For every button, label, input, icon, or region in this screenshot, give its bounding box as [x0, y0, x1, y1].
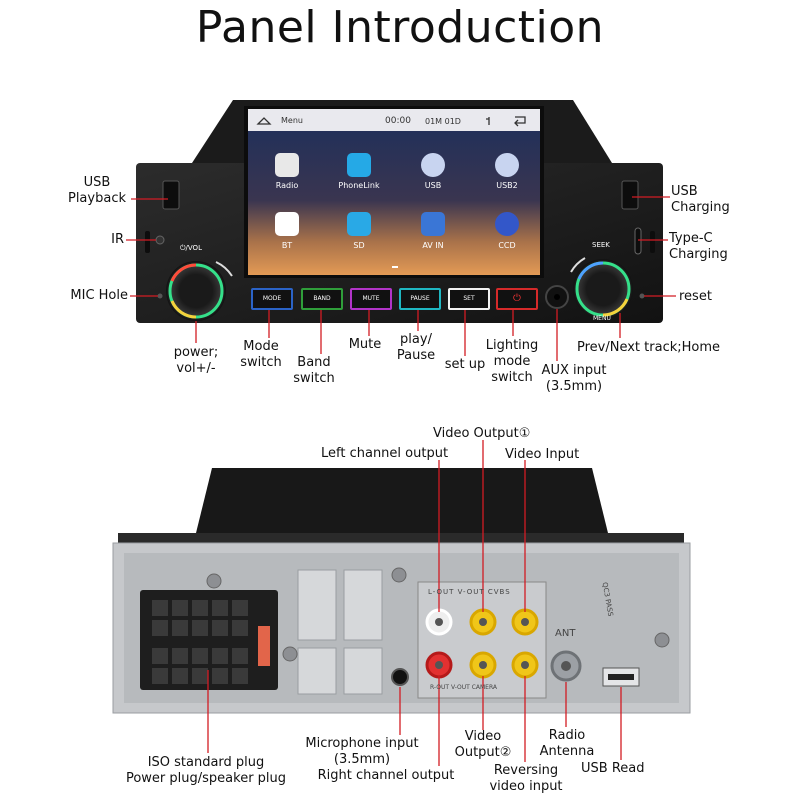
label-right-channel: Right channel output: [317, 768, 455, 783]
type-c-port: [634, 227, 642, 255]
app-label-sd[interactable]: SD: [353, 241, 365, 250]
label-prev-next: Prev/Next track;Home: [577, 340, 721, 355]
usb-playback-port: [162, 180, 180, 210]
page-title: Panel Introduction: [195, 2, 605, 53]
mode-button[interactable]: MODE: [251, 288, 293, 310]
label-reset: reset: [679, 289, 712, 304]
sd-app-icon: [347, 212, 371, 236]
menu-label[interactable]: Menu: [281, 116, 303, 125]
label-microphone: Microphone input(3.5mm): [305, 736, 419, 767]
menu-knob-label: MENU: [593, 315, 611, 322]
volume-icon: [486, 117, 490, 125]
pause-button[interactable]: PAUSE: [399, 288, 441, 310]
back-icon: [514, 116, 526, 127]
ccd-app-icon: [495, 212, 519, 236]
app-label-radio[interactable]: Radio: [275, 181, 299, 190]
rca-bottom-text: R-OUT V-OUT CAMERA: [430, 684, 498, 691]
app-label-avin[interactable]: AV IN: [422, 241, 444, 250]
fuse: [258, 626, 270, 666]
vol-knob-label: ⏻/VOL: [180, 244, 202, 252]
mic-jack: [391, 668, 409, 686]
seek-knob-label: SEEK: [592, 241, 610, 249]
screen: [248, 109, 540, 275]
screw-5: [654, 632, 670, 648]
app-label-usb2[interactable]: USB2: [496, 181, 518, 190]
screw-2: [282, 646, 298, 662]
bt-app-icon: [275, 212, 299, 236]
status-bar: [248, 109, 540, 131]
usb-app-icon: [421, 153, 445, 177]
label-usb-read: USB Read: [581, 761, 645, 776]
label-mic-hole: MIC Hole: [70, 288, 128, 303]
usb2-app-icon: [495, 153, 519, 177]
radio-app-icon: [275, 153, 299, 177]
reset-hole: [639, 293, 645, 299]
phonelink-app-icon: [347, 153, 371, 177]
avin-app-icon: [421, 212, 445, 236]
app-label-phonelink[interactable]: PhoneLink: [338, 181, 380, 190]
lighting-button[interactable]: ⏻: [496, 288, 538, 310]
rear-hood: [196, 468, 608, 533]
mute-button[interactable]: MUTE: [350, 288, 392, 310]
usb-charging-port: [621, 180, 639, 210]
power-glyph-icon: ⏻: [513, 293, 521, 304]
label-power: power;vol+/-: [173, 345, 219, 376]
ant-text: ANT: [555, 628, 576, 639]
label-video-input: Video Input: [505, 447, 580, 462]
app-label-ccd[interactable]: CCD: [498, 241, 516, 250]
page-indicator: [392, 266, 398, 268]
label-play-pause: play/Pause: [396, 332, 436, 363]
clock: 00:00: [385, 116, 411, 126]
screw-1: [206, 573, 222, 589]
label-ir: IR: [111, 232, 124, 247]
label-aux-input: AUX input(3.5mm): [541, 363, 607, 394]
slot-right: [650, 231, 655, 253]
label-set-up: set up: [444, 357, 486, 372]
rca-top-text: L-OUT V-OUT CVBS: [428, 588, 511, 596]
label-mute: Mute: [348, 337, 382, 352]
app-label-usb[interactable]: USB: [424, 181, 442, 190]
app-label-bt[interactable]: BT: [281, 241, 293, 250]
volume-knob: [166, 261, 226, 321]
set-button[interactable]: SET: [448, 288, 490, 310]
home-icon: [256, 117, 272, 125]
seek-knob: [573, 259, 633, 319]
slot-left: [145, 231, 150, 253]
rca-panel: [417, 581, 547, 699]
label-left-channel: Left channel output: [321, 446, 449, 461]
mic-hole-port: [157, 293, 163, 299]
label-video-output-1: Video Output①: [433, 426, 531, 441]
date: 01M 01D: [425, 117, 461, 126]
screw-4: [391, 567, 407, 583]
band-button[interactable]: BAND: [301, 288, 343, 310]
